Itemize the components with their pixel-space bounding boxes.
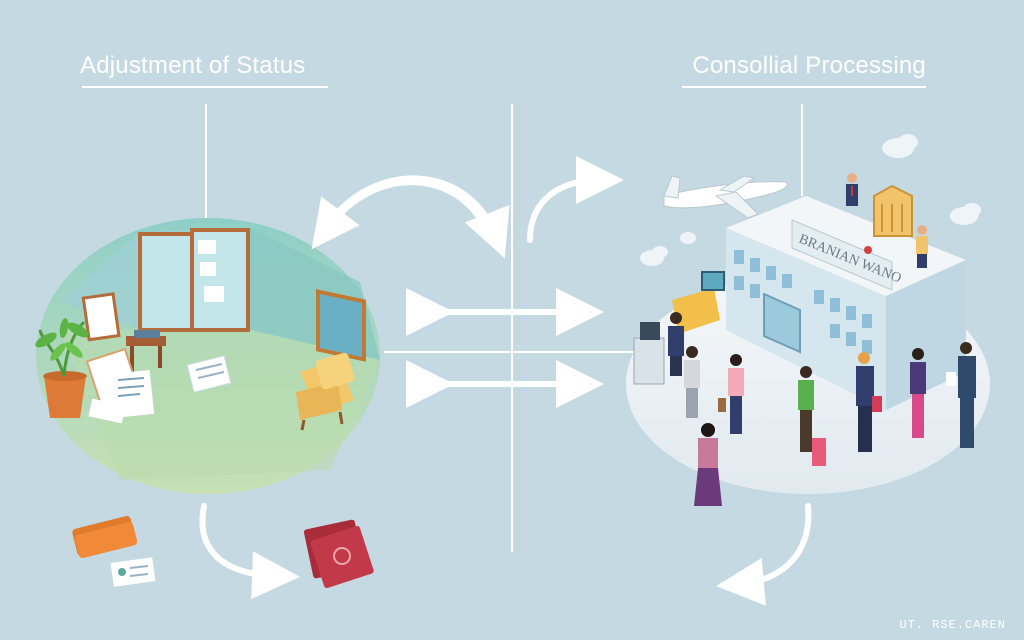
kiosk-icon — [634, 338, 664, 384]
passport-icon — [303, 519, 374, 589]
wallet-icon — [72, 515, 139, 559]
curved-arrow-bottom-right — [740, 506, 808, 584]
wall-painting-icon — [318, 292, 364, 360]
certificate-frame-icon — [83, 294, 119, 340]
curved-arrow-bottom-left — [203, 506, 277, 576]
curved-arrow-top-right — [530, 180, 600, 240]
document-icon — [111, 557, 156, 587]
left-room-scene — [36, 218, 380, 494]
footer-watermark: UT. RSE.CAREN — [899, 618, 1006, 632]
